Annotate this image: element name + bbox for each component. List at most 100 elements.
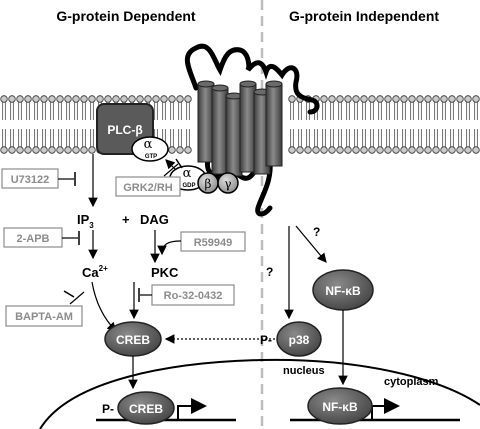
two-apb-label: 2-APB — [16, 233, 49, 245]
lipid-tail — [82, 102, 86, 120]
creb-promoter-arrow — [177, 398, 207, 420]
lipid-tail — [458, 129, 462, 147]
lipid-tail — [162, 102, 166, 120]
lipid-tail — [170, 129, 174, 147]
lipid-tail — [434, 102, 438, 120]
lipid-head — [296, 146, 304, 154]
creb-label: CREB — [116, 333, 150, 347]
lipid-head — [80, 95, 88, 103]
lipid-head — [328, 95, 336, 103]
lipid-head — [376, 95, 384, 103]
lipid-head — [400, 146, 408, 154]
lipid-tail — [50, 129, 54, 147]
lipid-head — [392, 95, 400, 103]
lipid-tail — [418, 129, 422, 147]
lipid-head — [168, 146, 176, 154]
helix-6-top — [265, 80, 283, 88]
lipid-head — [184, 146, 192, 154]
lipid-head — [8, 95, 16, 103]
lipid-head — [288, 146, 296, 154]
gamma-symbol: γ — [224, 177, 231, 191]
lipid-tail — [34, 102, 38, 120]
lipid-tail — [74, 102, 78, 120]
lipid-head — [136, 95, 144, 103]
plc-beta-label: PLC-β — [107, 123, 142, 137]
lipid-head — [360, 95, 368, 103]
lipid-tail — [346, 102, 350, 120]
lipid-head — [8, 146, 16, 154]
lipid-tail — [378, 102, 382, 120]
bapta-inhibition-bar — [63, 290, 75, 298]
lipid-tail — [402, 102, 406, 120]
lipid-head — [88, 146, 96, 154]
ca-to-creb-arrow — [91, 281, 117, 332]
lipid-head — [16, 95, 24, 103]
lipid-tail — [178, 129, 182, 147]
lipid-head — [408, 146, 416, 154]
lipid-head — [416, 95, 424, 103]
lipid-tail — [18, 129, 22, 147]
lipid-head — [336, 95, 344, 103]
lipid-tail — [26, 102, 30, 120]
lipid-tail — [394, 129, 398, 147]
lipid-tail — [66, 102, 70, 120]
grk2-rh-box — [115, 176, 181, 197]
grk2-rh-label: GRK2/RH — [123, 182, 173, 194]
r59949-effect-arrow — [157, 240, 182, 256]
lipid-head — [448, 95, 456, 103]
lipid-head — [440, 146, 448, 154]
lipid-head — [72, 95, 80, 103]
lipid-head — [368, 146, 376, 154]
p38-pathway-question-mark: ? — [266, 265, 273, 279]
lipid-head — [456, 146, 464, 154]
lipid-head — [416, 146, 424, 154]
helix-2-top — [211, 84, 229, 92]
lipid-tail — [466, 102, 470, 120]
gtp-label: GTP — [145, 154, 157, 160]
lipid-tail — [474, 129, 478, 147]
lipid-tail — [442, 129, 446, 147]
lipid-head — [424, 95, 432, 103]
lipid-tail — [362, 129, 366, 147]
lipid-tail — [298, 129, 302, 147]
lipid-head — [344, 146, 352, 154]
lipid-head — [120, 95, 128, 103]
lipid-head — [56, 95, 64, 103]
lipid-head — [472, 146, 480, 154]
lipid-head — [160, 95, 168, 103]
nfkb-pathway-question-mark: ? — [313, 225, 320, 239]
lipid-tail — [58, 129, 62, 147]
lipid-head — [184, 95, 192, 103]
lipid-head — [464, 146, 472, 154]
lipid-head — [456, 95, 464, 103]
r59949-label: R59949 — [194, 237, 233, 249]
lipid-tail — [74, 129, 78, 147]
p38-node — [276, 321, 322, 357]
lipid-head — [24, 146, 32, 154]
bapta-inhibition-line — [69, 291, 85, 305]
lipid-tail — [58, 102, 62, 120]
lipid-tail — [450, 102, 454, 120]
lipid-tail — [322, 129, 326, 147]
lipid-tail — [410, 102, 414, 120]
header-g-protein-dependent: G-protein Dependent — [56, 8, 196, 24]
lipid-head — [472, 95, 480, 103]
lipid-head — [384, 95, 392, 103]
receptor-helices — [197, 80, 283, 177]
lipid-tail — [186, 129, 190, 147]
lipid-tail — [82, 129, 86, 147]
nuclear-creb-label: CREB — [129, 402, 163, 416]
lipid-tail — [338, 102, 342, 120]
lipid-head — [48, 146, 56, 154]
lipid-tail — [170, 102, 174, 120]
helix-6 — [265, 83, 283, 167]
receptor-n-terminus — [184, 43, 320, 115]
lipid-tail — [370, 129, 374, 147]
lipid-head — [32, 146, 40, 154]
lipid-head — [176, 95, 184, 103]
lipid-tail — [178, 102, 182, 120]
lipid-head — [320, 146, 328, 154]
lipid-head — [40, 146, 48, 154]
lipid-head — [80, 146, 88, 154]
lipid-tail — [410, 129, 414, 147]
